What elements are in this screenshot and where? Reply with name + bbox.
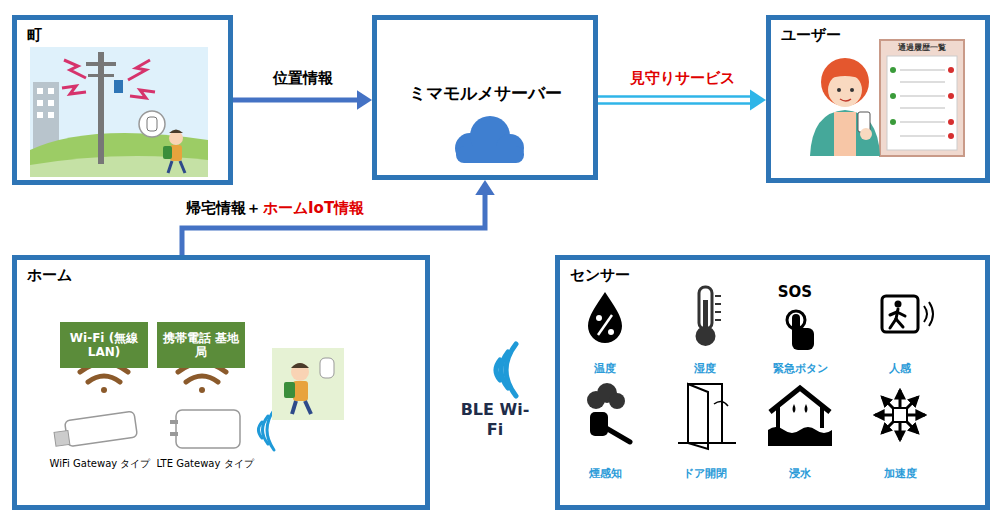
sensor-label: 人感	[860, 362, 940, 376]
network-label: 携帯電話 基地局	[161, 331, 241, 360]
acceleration-cube	[893, 408, 907, 422]
server-box: ミマモルメサーバー	[372, 15, 598, 180]
flood-icon	[768, 388, 832, 446]
edge-label-part: ホームIoT情報	[263, 199, 364, 218]
network-label: Wi-Fi (無線LAN)	[64, 331, 144, 360]
sensor-label: 加速度	[860, 467, 940, 481]
ble-waves-small	[259, 410, 275, 450]
ble-waves	[496, 344, 516, 396]
sensor-label: 煙感知	[565, 467, 645, 481]
connector-line	[182, 193, 485, 255]
edge-label: 帰宅情報＋	[184, 199, 263, 218]
flow-arrow	[598, 90, 766, 111]
child-picture	[272, 348, 344, 420]
sensor-label: 緊急ボタン	[760, 362, 840, 376]
user-illustration	[810, 40, 964, 156]
sensor-label: 浸水	[760, 467, 840, 481]
arrow-head	[357, 90, 372, 110]
box-heading: ミマモルメサーバー	[377, 20, 593, 105]
motion-sensor-icon	[882, 296, 933, 332]
flow-arrow	[182, 180, 495, 255]
edge-label: 位置情報	[271, 69, 335, 88]
connector-line	[598, 95, 752, 98]
sensor-label: 温度	[565, 362, 645, 376]
flow-arrow	[233, 90, 372, 110]
lte-gateway	[170, 410, 240, 448]
town-box: 町	[12, 15, 233, 185]
town-scene	[30, 47, 208, 177]
wifi-gateway	[54, 411, 137, 446]
arrow-head	[475, 180, 495, 195]
arrow-head	[750, 90, 766, 111]
box-heading: 町	[17, 20, 228, 51]
user-box: ユーザー	[766, 15, 990, 183]
edge-label: 見守りサービス	[628, 69, 737, 88]
sos-mark: SOS	[775, 283, 815, 302]
sensor-label: 湿度	[665, 362, 745, 376]
device-caption: LTE Gateway タイプ	[150, 458, 260, 471]
cloud-icon	[455, 116, 524, 163]
network-box: Wi-Fi (無線LAN)	[60, 322, 148, 368]
list-title: 通過履歴一覧	[887, 43, 957, 53]
box-heading: ユーザー	[771, 20, 985, 51]
connector-line	[233, 98, 359, 103]
emergency-button-icon	[787, 311, 814, 350]
smoke-detector-icon	[587, 383, 630, 442]
humidity-icon	[588, 292, 622, 343]
network-box: 携帯電話 基地局	[157, 322, 245, 368]
box-heading: センサー	[560, 260, 985, 291]
box-heading: ホーム	[17, 260, 425, 291]
home-box: ホーム Wi-Fi (無線LAN) 携帯電話 基地局	[12, 255, 430, 510]
sensor-label: ドア開閉	[665, 467, 745, 481]
door-icon	[678, 384, 736, 449]
acceleration-icon	[875, 390, 925, 440]
thermometer-icon	[696, 287, 722, 346]
connector-line	[598, 102, 752, 105]
protocol-label: BLE Wi-Fi	[460, 400, 530, 440]
device-caption: WiFi Gateway タイプ	[45, 458, 155, 471]
